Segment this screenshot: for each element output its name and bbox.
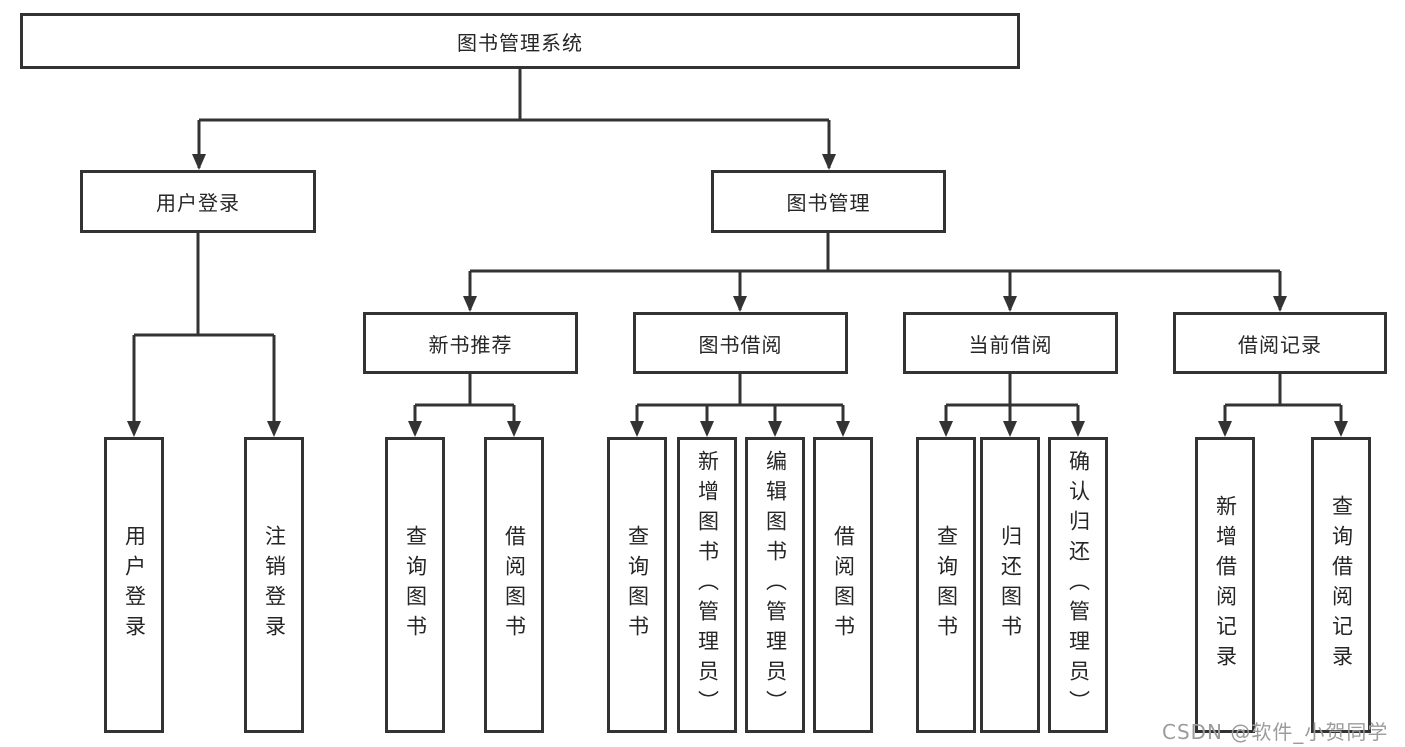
node-borrowing-records: 借阅记录 — [1173, 312, 1387, 374]
node-root-label: 图书管理系统 — [457, 30, 583, 55]
arrow-down-icon — [1218, 421, 1232, 437]
node-book-management: 图书管理 — [711, 170, 946, 233]
node-current-borrowing: 当前借阅 — [903, 312, 1118, 374]
node-new-book-recommend: 新书推荐 — [363, 312, 578, 374]
leaf-confirm-return-admin: 确认归还（管理员） — [1048, 437, 1108, 733]
leaf-borrow-books-borrowing-label: 借阅图书 — [831, 525, 856, 645]
leaf-query-borrow-record: 查询借阅记录 — [1311, 437, 1371, 733]
leaf-edit-book-admin-label: 编辑图书（管理员） — [763, 450, 788, 720]
arrow-down-icon — [192, 154, 206, 170]
node-new-book-recommend-label: 新书推荐 — [428, 332, 513, 357]
leaf-query-books-current: 查询图书 — [916, 437, 976, 733]
arrow-down-icon — [1071, 421, 1085, 437]
arrow-down-icon — [463, 296, 477, 312]
leaf-query-books-recommend: 查询图书 — [385, 437, 445, 733]
leaf-query-borrow-record-label: 查询借阅记录 — [1329, 495, 1354, 675]
leaf-logout-label: 注销登录 — [262, 525, 287, 645]
arrow-down-icon — [1273, 296, 1287, 312]
node-user-login: 用户登录 — [80, 170, 316, 233]
leaf-user-login: 用户登录 — [104, 437, 164, 733]
arrow-down-icon — [822, 154, 836, 170]
arrow-down-icon — [408, 421, 422, 437]
node-user-login-label: 用户登录 — [156, 191, 240, 215]
csdn-watermark: CSDN @软件_小贺同学 — [1162, 720, 1389, 744]
leaf-query-books-borrowing: 查询图书 — [607, 437, 667, 733]
arrow-down-icon — [267, 421, 281, 437]
node-borrowing-records-label: 借阅记录 — [1238, 332, 1322, 357]
leaf-add-borrow-record-label: 新增借阅记录 — [1213, 495, 1238, 675]
node-book-borrowing-label: 图书借阅 — [698, 332, 783, 357]
leaf-user-login-label: 用户登录 — [122, 525, 147, 645]
leaf-borrow-books-recommend: 借阅图书 — [484, 437, 544, 733]
arrowheads — [127, 154, 1348, 437]
arrow-down-icon — [1334, 421, 1348, 437]
connector-lines — [132, 69, 1343, 434]
leaf-query-books-recommend-label: 查询图书 — [403, 525, 428, 645]
leaf-query-books-borrowing-label: 查询图书 — [625, 525, 650, 645]
leaf-return-book-label: 归还图书 — [998, 525, 1023, 645]
arrow-down-icon — [768, 421, 782, 437]
arrow-down-icon — [733, 296, 747, 312]
leaf-add-book-admin: 新增图书（管理员） — [677, 437, 737, 733]
node-book-management-label: 图书管理 — [786, 191, 871, 215]
leaf-logout: 注销登录 — [244, 437, 304, 733]
leaf-borrow-books-borrowing: 借阅图书 — [813, 437, 873, 733]
node-root: 图书管理系统 — [20, 13, 1020, 69]
arrow-down-icon — [630, 421, 644, 437]
arrow-down-icon — [836, 421, 850, 437]
node-current-borrowing-label: 当前借阅 — [968, 332, 1053, 357]
arrow-down-icon — [700, 421, 714, 437]
arrow-down-icon — [939, 421, 953, 437]
leaf-add-book-admin-label: 新增图书（管理员） — [695, 450, 720, 720]
leaf-borrow-books-recommend-label: 借阅图书 — [502, 525, 527, 645]
leaf-edit-book-admin: 编辑图书（管理员） — [745, 437, 805, 733]
leaf-query-books-current-label: 查询图书 — [934, 525, 959, 645]
leaf-add-borrow-record: 新增借阅记录 — [1195, 437, 1255, 733]
leaf-confirm-return-admin-label: 确认归还（管理员） — [1066, 450, 1091, 720]
node-book-borrowing: 图书借阅 — [633, 312, 848, 374]
leaf-return-book: 归还图书 — [980, 437, 1040, 733]
arrow-down-icon — [1003, 421, 1017, 437]
arrow-down-icon — [1003, 296, 1017, 312]
arrow-down-icon — [507, 421, 521, 437]
arrow-down-icon — [127, 421, 141, 437]
